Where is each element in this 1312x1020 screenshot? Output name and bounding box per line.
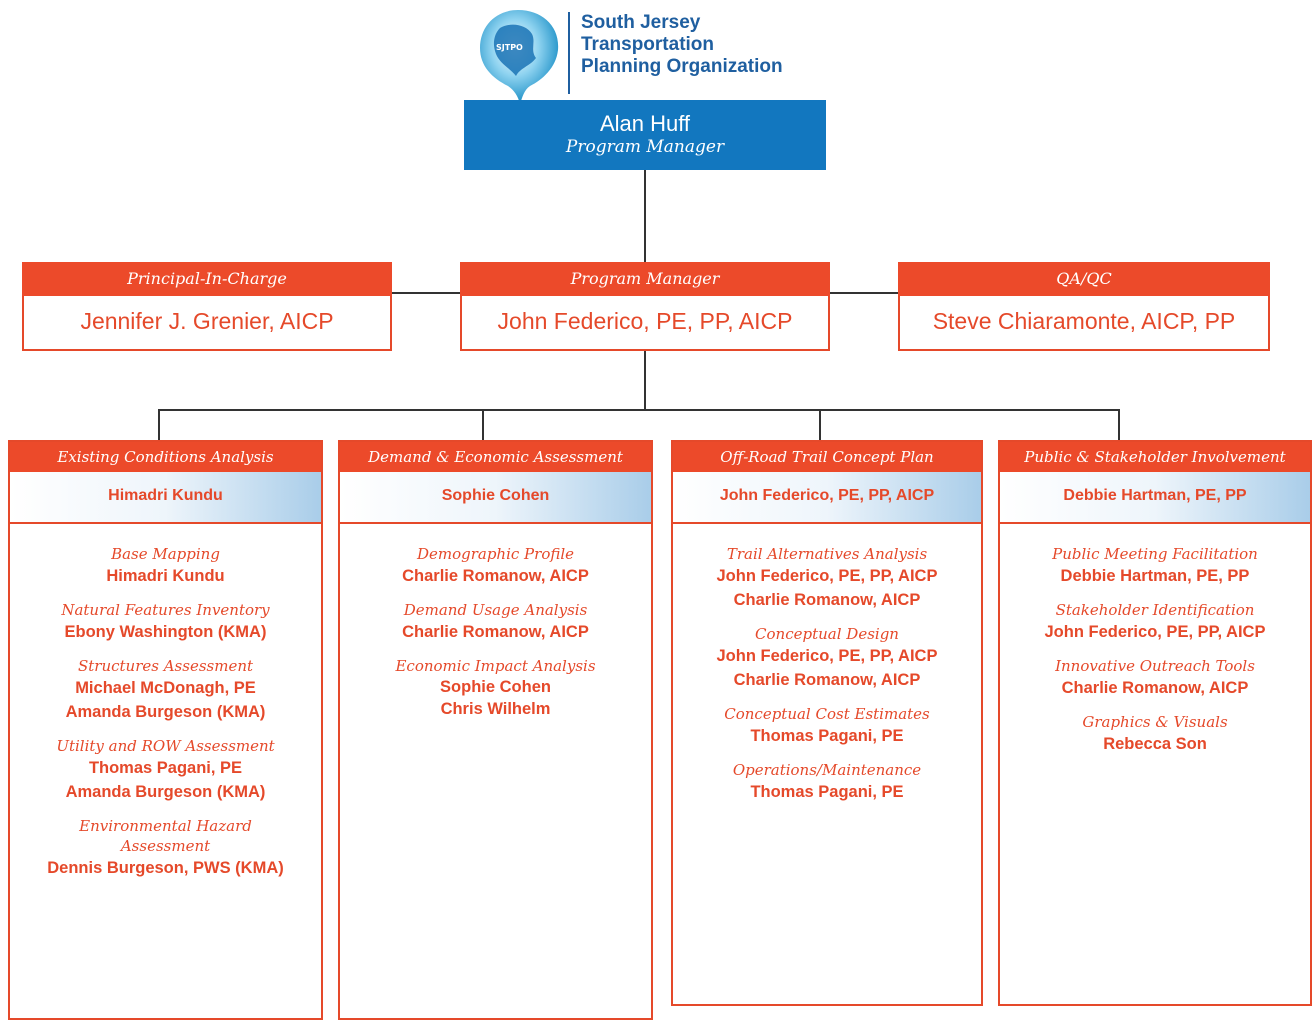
org-name-line3: Planning Organization: [581, 56, 783, 77]
top-manager-role: Program Manager: [565, 137, 725, 157]
column-lead: John Federico, PE, PP, AICP: [673, 472, 981, 524]
task-title: Demographic Profile: [416, 545, 575, 563]
column-header: Demand & Economic Assessment: [340, 442, 651, 472]
task-title: Environmental Hazard Assessment: [79, 817, 252, 855]
org-name: South Jersey Transportation Planning Org…: [581, 12, 841, 78]
task-person: Ebony Washington (KMA): [64, 623, 267, 641]
task-item: Innovative Outreach Tools Charlie Romano…: [1000, 656, 1310, 700]
task-item: Structures Assessment Michael McDonagh, …: [10, 656, 321, 724]
program-manager-role: Program Manager: [460, 262, 830, 296]
task-title: Graphics & Visuals: [1082, 713, 1228, 731]
task-person: Rebecca Son: [1103, 735, 1207, 753]
task-title: Conceptual Design: [755, 625, 899, 643]
task-person: Dennis Burgeson, PWS (KMA): [47, 859, 284, 877]
top-manager-name: Alan Huff: [599, 111, 691, 136]
principal-role: Principal-In-Charge: [22, 262, 392, 296]
task-item: Conceptual Design John Federico, PE, PP,…: [673, 624, 981, 692]
column-existing-conditions: Existing Conditions Analysis Himadri Kun…: [8, 440, 323, 1020]
task-person: Sophie Cohen: [440, 678, 551, 696]
column-header: Existing Conditions Analysis: [10, 442, 321, 472]
task-person: Charlie Romanow, AICP: [1061, 679, 1249, 697]
task-title: Structures Assessment: [77, 657, 254, 675]
qaqc-box: QA/QC Steve Chiaramonte, AICP, PP: [898, 262, 1270, 351]
task-item: Public Meeting Facilitation Debbie Hartm…: [1000, 544, 1310, 588]
task-item: Stakeholder Identification John Federico…: [1000, 600, 1310, 644]
org-logo: SJTPO: [470, 6, 570, 106]
task-title: Economic Impact Analysis: [395, 657, 596, 675]
column-lead: Sophie Cohen: [340, 472, 651, 524]
task-person: John Federico, PE, PP, AICP: [716, 567, 938, 585]
sjtpo-logo-icon: SJTPO: [480, 10, 559, 104]
task-title: Public Meeting Facilitation: [1052, 545, 1258, 563]
connector-mid-vertical: [644, 348, 646, 410]
task-person: Amanda Burgeson (KMA): [65, 783, 266, 801]
task-item: Economic Impact Analysis Sophie Cohen Ch…: [340, 656, 651, 720]
program-manager-box: Program Manager John Federico, PE, PP, A…: [460, 262, 830, 351]
task-person: Charlie Romanow, AICP: [402, 567, 589, 585]
column-header: Off-Road Trail Concept Plan: [673, 442, 981, 472]
task-list: Demographic Profile Charlie Romanow, AIC…: [340, 524, 651, 720]
task-person: Thomas Pagani, PE: [88, 759, 243, 777]
column-lead: Debbie Hartman, PE, PP: [1000, 472, 1310, 524]
principal-box: Principal-In-Charge Jennifer J. Grenier,…: [22, 262, 392, 351]
column-demand-economic: Demand & Economic Assessment Sophie Cohe…: [338, 440, 653, 1020]
task-person: Charlie Romanow, AICP: [733, 671, 921, 689]
column-lead: Himadri Kundu: [10, 472, 321, 524]
task-title: Demand Usage Analysis: [403, 601, 588, 619]
connector-col4-drop: [1118, 409, 1120, 440]
task-person: Thomas Pagani, PE: [750, 783, 904, 801]
task-list: Trail Alternatives Analysis John Federic…: [673, 524, 981, 804]
logo-divider: [568, 12, 570, 94]
task-list: Public Meeting Facilitation Debbie Hartm…: [1000, 524, 1310, 756]
task-item: Environmental Hazard Assessment Dennis B…: [10, 816, 321, 880]
task-title: Stakeholder Identification: [1055, 601, 1255, 619]
connector-columns-horizontal: [158, 409, 1120, 411]
task-item: Trail Alternatives Analysis John Federic…: [673, 544, 981, 612]
connector-col3-drop: [819, 409, 821, 440]
task-person: John Federico, PE, PP, AICP: [1044, 623, 1266, 641]
task-item: Base Mapping Himadri Kundu: [10, 544, 321, 588]
connector-top-vertical: [644, 170, 646, 262]
task-title: Operations/Maintenance: [732, 761, 922, 779]
task-title: Conceptual Cost Estimates: [724, 705, 930, 723]
task-person: Thomas Pagani, PE: [750, 727, 904, 745]
task-item: Utility and ROW Assessment Thomas Pagani…: [10, 736, 321, 804]
task-person: Michael McDonagh, PE: [75, 679, 256, 697]
program-manager-name: John Federico, PE, PP, AICP: [460, 296, 830, 351]
task-title: Innovative Outreach Tools: [1055, 657, 1255, 675]
task-item: Demand Usage Analysis Charlie Romanow, A…: [340, 600, 651, 644]
task-person: Debbie Hartman, PE, PP: [1060, 567, 1250, 585]
task-title: Base Mapping: [111, 545, 220, 563]
qaqc-name: Steve Chiaramonte, AICP, PP: [898, 296, 1270, 351]
task-item: Conceptual Cost Estimates Thomas Pagani,…: [673, 704, 981, 748]
task-item: Natural Features Inventory Ebony Washing…: [10, 600, 321, 644]
qaqc-role: QA/QC: [898, 262, 1270, 296]
org-name-line1: South Jersey: [581, 12, 701, 33]
task-person: Charlie Romanow, AICP: [402, 623, 589, 641]
task-person: Himadri Kundu: [106, 567, 225, 585]
task-item: Demographic Profile Charlie Romanow, AIC…: [340, 544, 651, 588]
column-trail-concept: Off-Road Trail Concept Plan John Federic…: [671, 440, 983, 1006]
task-title: Trail Alternatives Analysis: [726, 545, 928, 563]
task-item: Operations/Maintenance Thomas Pagani, PE: [673, 760, 981, 804]
task-list: Base Mapping Himadri Kundu Natural Featu…: [10, 524, 321, 880]
svg-text:SJTPO: SJTPO: [496, 43, 523, 52]
top-manager-box: Alan Huff Program Manager: [464, 100, 826, 170]
task-title: Utility and ROW Assessment: [56, 737, 275, 755]
connector-col1-drop: [158, 409, 160, 440]
task-person: Charlie Romanow, AICP: [733, 591, 921, 609]
task-title: Natural Features Inventory: [61, 601, 270, 619]
column-public-stakeholder: Public & Stakeholder Involvement Debbie …: [998, 440, 1312, 1006]
principal-name: Jennifer J. Grenier, AICP: [22, 296, 392, 351]
task-person: Chris Wilhelm: [440, 700, 551, 718]
org-name-line2: Transportation: [581, 34, 715, 55]
connector-col2-drop: [482, 409, 484, 440]
task-person: Amanda Burgeson (KMA): [65, 703, 266, 721]
task-person: John Federico, PE, PP, AICP: [716, 647, 938, 665]
column-header: Public & Stakeholder Involvement: [1000, 442, 1310, 472]
task-item: Graphics & Visuals Rebecca Son: [1000, 712, 1310, 756]
